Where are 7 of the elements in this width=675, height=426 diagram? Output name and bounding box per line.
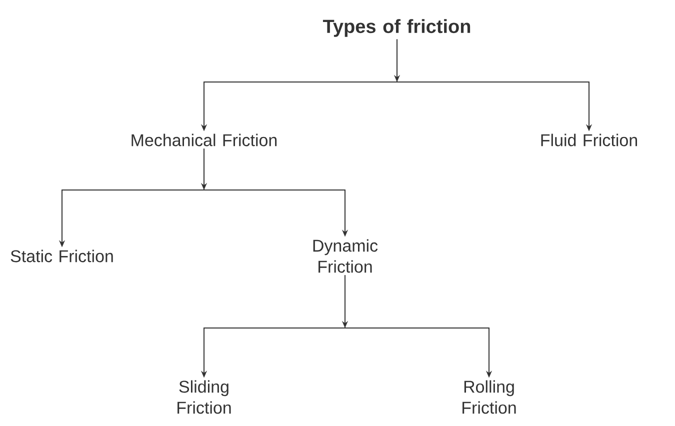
node-label: Sliding Friction bbox=[178, 380, 231, 414]
node-label: Mechanical Friction bbox=[132, 134, 277, 146]
title: Types of friction bbox=[322, 19, 470, 37]
node-label: Static Friction bbox=[10, 250, 113, 262]
node-label: Rolling Friction bbox=[462, 380, 516, 414]
node-label: Dynamic Friction bbox=[313, 239, 378, 273]
node-label: Fluid Friction bbox=[541, 134, 637, 146]
